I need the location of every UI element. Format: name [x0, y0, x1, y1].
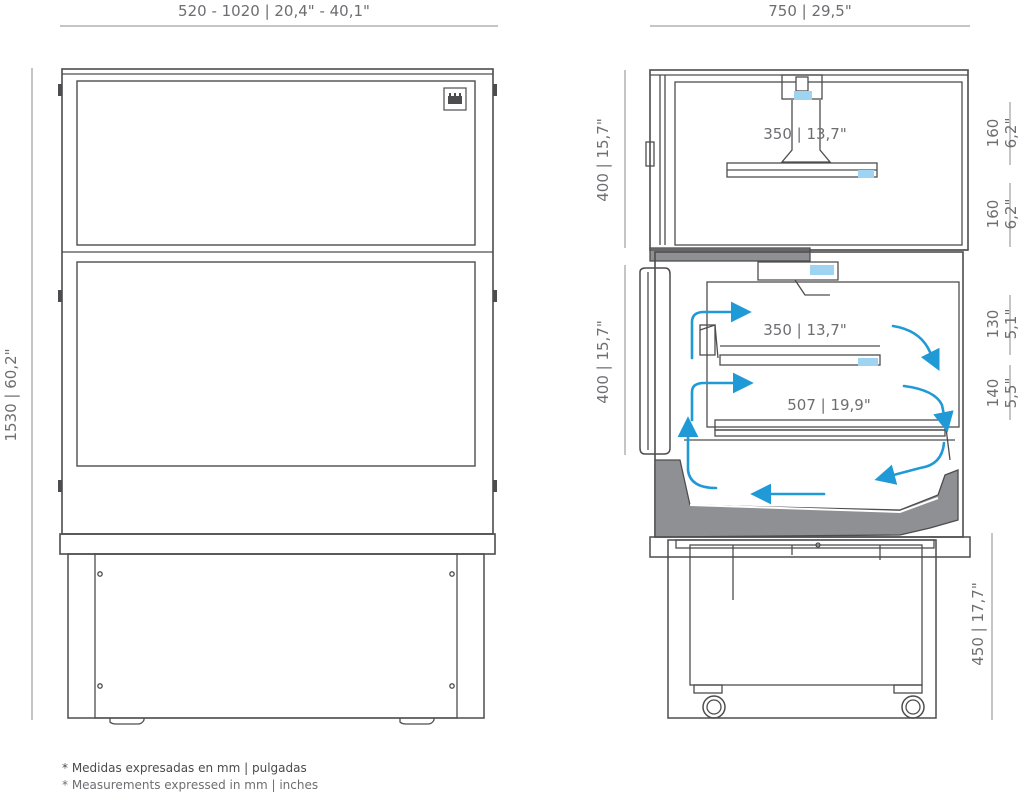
caster-wheel-icon — [893, 684, 925, 719]
refrigerated-basin — [654, 459, 959, 538]
front-height-label: 1530 | 60,2" — [2, 348, 20, 441]
airflow-arrows — [677, 301, 954, 505]
right-dim-3-mm: 130 — [984, 310, 1002, 339]
side-base-cabinet — [667, 539, 937, 719]
lower-glass-panel — [76, 261, 476, 467]
right-dim-2-in: 6,2" — [1002, 199, 1020, 230]
front-width-label: 520 - 1020 | 20,4" - 40,1" — [178, 2, 370, 20]
upper-shelf-depth-label: 350 | 13,7" — [763, 125, 847, 143]
right-dim-1-mm: 160 — [984, 119, 1002, 148]
middle-shelf-depth-label: 350 | 13,7" — [763, 321, 847, 339]
upper-zone-height-label: 400 | 15,7" — [594, 118, 612, 202]
base-height-label: 450 | 17,7" — [969, 582, 987, 666]
brand-logo-icon — [443, 87, 467, 111]
right-dim-1-in: 6,2" — [1002, 118, 1020, 149]
measurement-note-spanish: * Medidas expresadas en mm | pulgadas — [62, 761, 307, 775]
airflow-arrow — [690, 301, 752, 360]
airflow-arrow — [874, 441, 946, 485]
airflow-arrow — [891, 324, 940, 371]
front-base-cabinet — [67, 553, 485, 719]
bottom-shelf-depth-label: 507 | 19,9" — [787, 396, 871, 414]
right-dim-4-in: 5,5" — [1002, 378, 1020, 409]
caster-wheel-icon — [693, 684, 726, 719]
airflow-arrow — [677, 416, 718, 490]
measurement-note-english: * Measurements expressed in mm | inches — [62, 778, 319, 792]
front-view — [31, 25, 498, 725]
right-dim-4-mm: 140 — [984, 379, 1002, 408]
right-dim-2-mm: 160 — [984, 200, 1002, 229]
airflow-arrow — [690, 372, 754, 422]
airflow-arrow — [902, 384, 954, 433]
lower-zone-height-label: 400 | 15,7" — [594, 320, 612, 404]
upper-glass-panel — [76, 80, 476, 246]
side-depth-label: 750 | 29,5" — [768, 2, 852, 20]
side-view — [624, 25, 1011, 720]
right-dim-3-in: 5,1" — [1002, 309, 1020, 340]
front-counter-top — [59, 533, 496, 555]
